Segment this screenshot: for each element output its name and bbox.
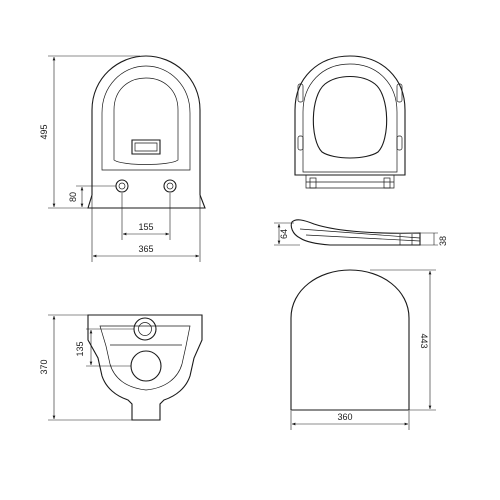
dimension-top-hole-height: 80: [68, 185, 116, 208]
dim-label-370: 370: [39, 359, 49, 374]
dimension-lid-height: 443: [370, 269, 436, 411]
bowl-top-view: [87, 55, 206, 209]
dimension-top-height: 495: [39, 55, 140, 209]
dimension-lid-width: 360: [290, 411, 410, 430]
dim-label-155: 155: [138, 222, 153, 232]
dim-label-443: 443: [419, 333, 429, 348]
dimension-top-width: 365: [91, 196, 201, 262]
seat-side-view: [290, 219, 421, 246]
bowl-rear-view: [87, 314, 203, 421]
seat-top-view: [294, 55, 406, 189]
dim-label-495: 495: [39, 124, 49, 139]
dimension-seat-thickness: 38: [420, 232, 448, 246]
dimension-back-height: 370: [39, 314, 132, 421]
dim-label-365: 365: [138, 244, 153, 254]
dimension-seat-height: 64: [274, 222, 300, 246]
dim-label-38: 38: [438, 236, 448, 246]
dim-label-135: 135: [75, 341, 85, 356]
dim-label-80: 80: [68, 192, 78, 202]
lid-top-view: [290, 269, 410, 411]
dim-label-360: 360: [337, 412, 352, 422]
dimension-top-hole-spacing: 155: [121, 193, 171, 240]
dimension-back-hole-spacing: 135: [75, 328, 134, 367]
dim-label-64: 64: [279, 229, 289, 239]
